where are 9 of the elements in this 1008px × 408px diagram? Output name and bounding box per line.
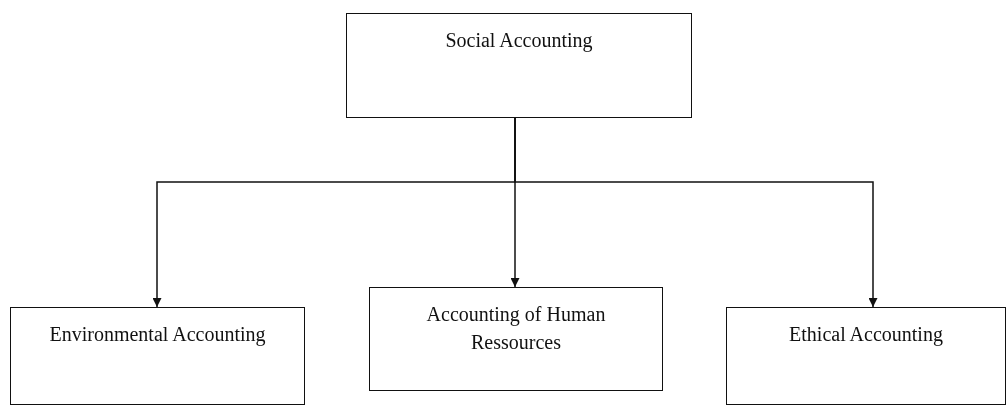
box-label: Accounting of Human Ressources: [425, 302, 607, 355]
box-label: Environmental Accounting: [48, 322, 267, 348]
box: [369, 287, 663, 391]
box-label: Social Accounting: [444, 28, 594, 54]
box-label: Ethical Accounting: [788, 322, 944, 348]
box: [726, 307, 1006, 405]
arrow: [514, 117, 878, 308]
box: [10, 307, 305, 405]
box: [346, 13, 692, 118]
